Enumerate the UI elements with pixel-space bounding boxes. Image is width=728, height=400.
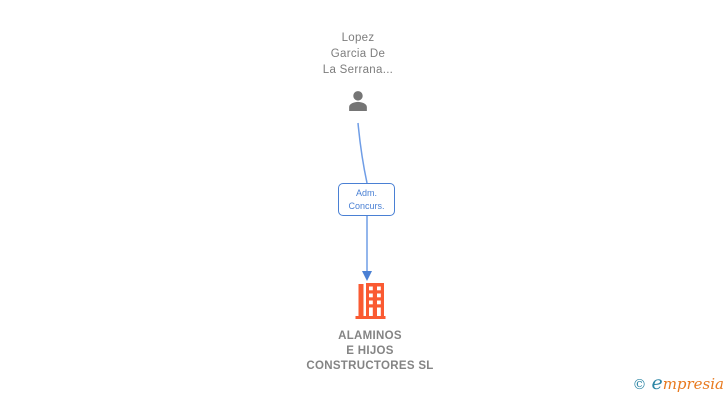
company-node[interactable]: ALAMINOS E HIJOS CONSTRUCTORES SL bbox=[270, 283, 470, 374]
arrowhead-icon bbox=[362, 271, 372, 281]
person-name-line: Lopez bbox=[341, 32, 375, 44]
company-name-line: E HIJOS bbox=[346, 345, 394, 357]
company-name-line: ALAMINOS bbox=[338, 330, 402, 342]
edge-line-top bbox=[357, 122, 368, 184]
company-name: ALAMINOS E HIJOS CONSTRUCTORES SL bbox=[270, 329, 470, 374]
person-name-line: Garcia De bbox=[330, 48, 386, 60]
empresia-logo-initial: e bbox=[651, 372, 663, 394]
person-node[interactable]: Lopez Garcia De La Serrana... bbox=[258, 30, 458, 120]
watermark-empresia[interactable]: © empresia bbox=[632, 372, 724, 394]
edge-label-line: Concurs. bbox=[348, 201, 385, 211]
company-name-line: CONSTRUCTORES SL bbox=[306, 360, 434, 372]
empresia-logo: empresia bbox=[651, 372, 724, 394]
person-name: Lopez Garcia De La Serrana... bbox=[258, 30, 458, 78]
person-icon bbox=[349, 91, 367, 111]
building-icon bbox=[355, 283, 385, 319]
edge-label-line: Adm. bbox=[355, 188, 377, 198]
empresia-logo-rest: mpresia bbox=[662, 375, 724, 393]
edge-label[interactable]: Adm. Concurs. bbox=[338, 183, 395, 216]
person-name-line: La Serrana... bbox=[322, 64, 394, 76]
copyright-icon: © bbox=[632, 377, 647, 393]
